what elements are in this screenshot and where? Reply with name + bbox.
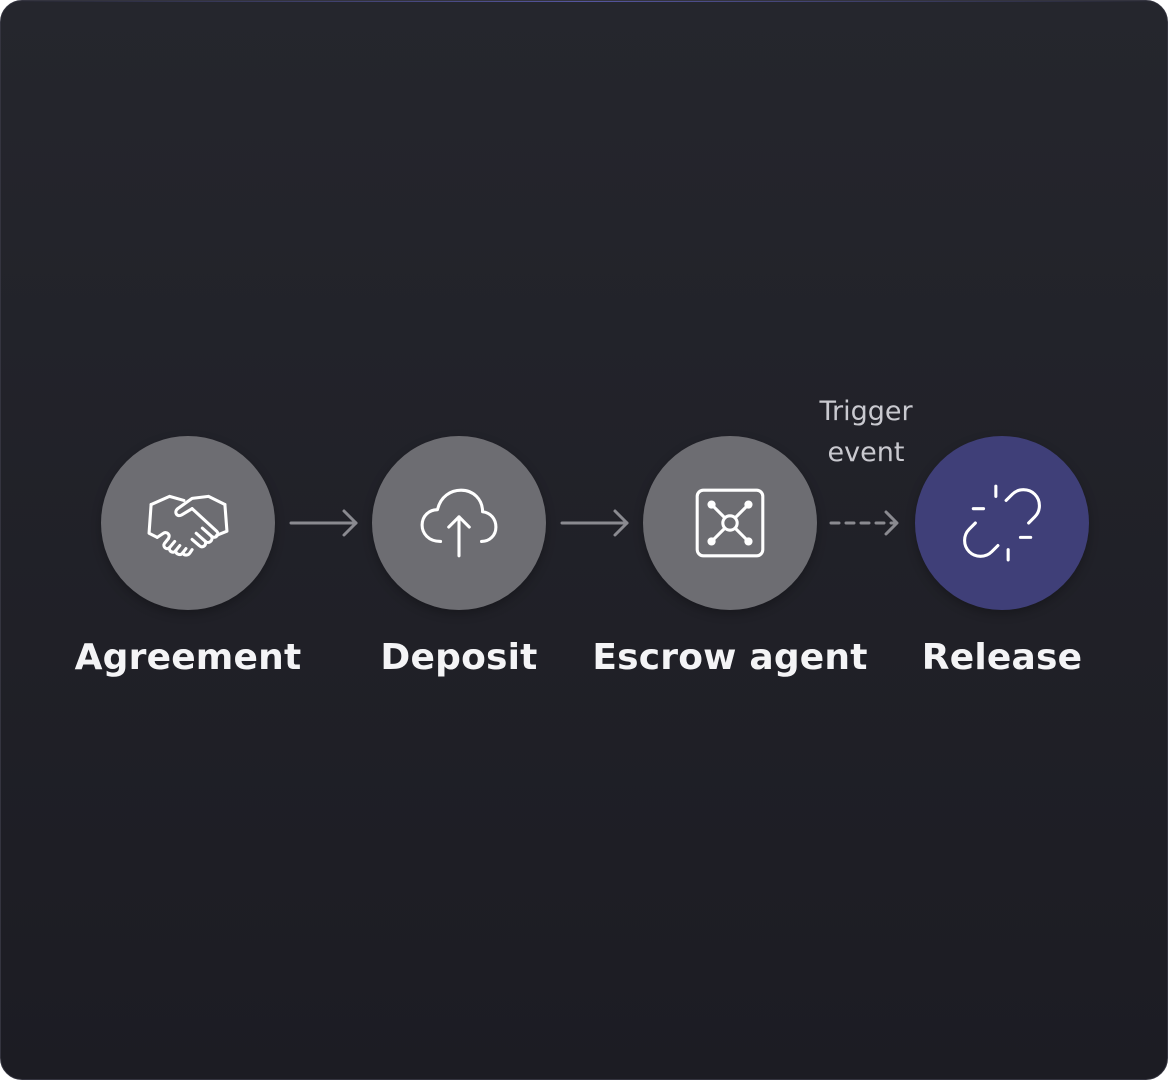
step-deposit-label: Deposit — [380, 637, 538, 678]
handshake-icon — [147, 494, 229, 557]
trigger-event-label: Trigger event — [791, 391, 941, 473]
step-agreement-label: Agreement — [74, 637, 302, 678]
arrow-agreement-to-deposit — [289, 509, 358, 537]
vault-icon — [695, 488, 765, 558]
step-escrow-agent-node — [643, 436, 817, 610]
broken-link-icon — [963, 484, 1041, 562]
step-release-label: Release — [921, 637, 1083, 678]
step-deposit-node — [372, 436, 546, 610]
trigger-event-line-1: Trigger — [819, 396, 913, 427]
arrow-deposit-to-escrow — [560, 509, 629, 537]
dashed-arrow-escrow-to-release — [829, 510, 899, 536]
step-release-node — [915, 436, 1089, 610]
cloud-upload-icon — [420, 488, 498, 558]
step-escrow-agent-label: Escrow agent — [592, 637, 868, 678]
trigger-event-line-2: event — [827, 437, 905, 468]
step-agreement-node — [101, 436, 275, 610]
